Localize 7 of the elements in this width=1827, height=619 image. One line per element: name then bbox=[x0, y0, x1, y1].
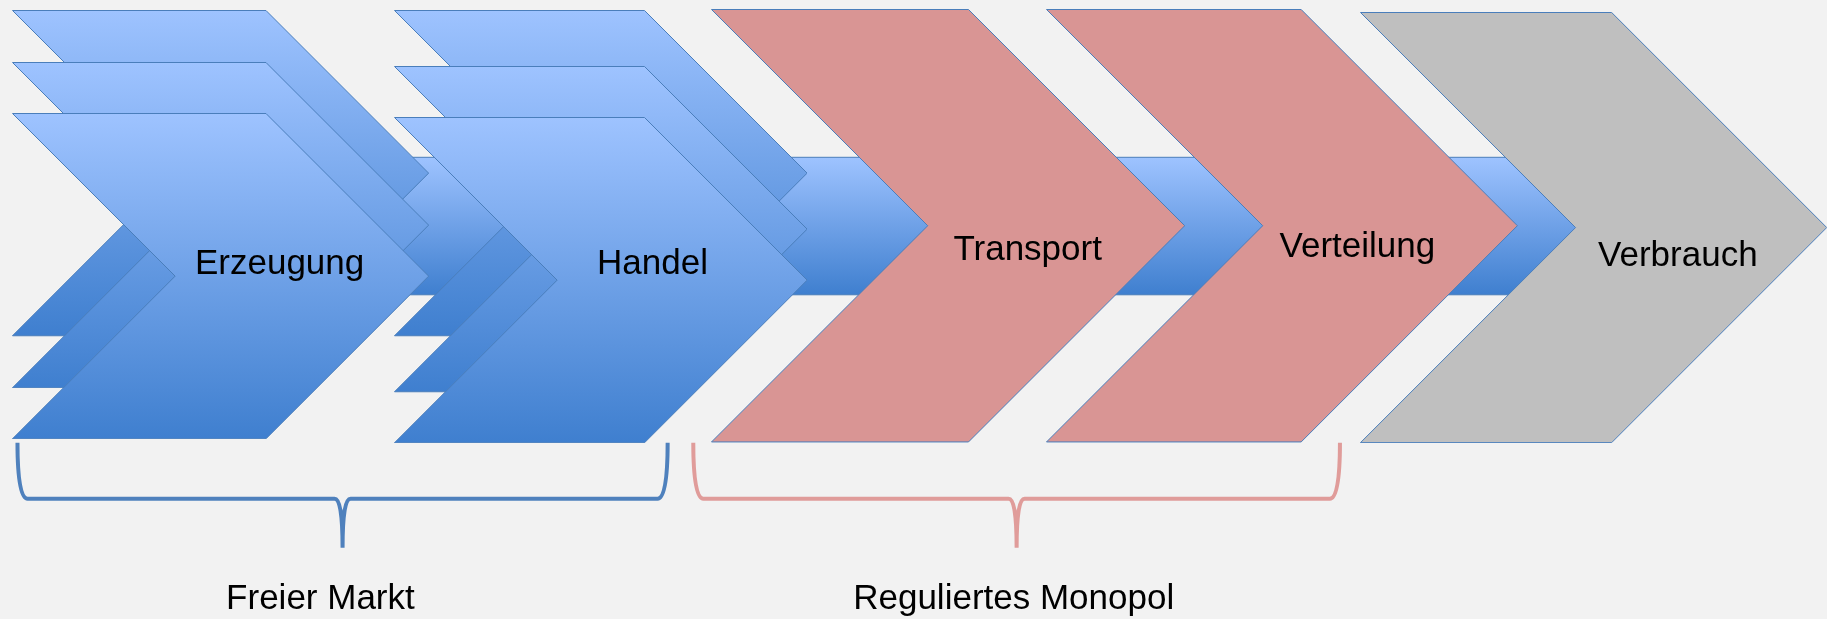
stage-label: Verteilung bbox=[1279, 224, 1436, 265]
stage-label: Transport bbox=[953, 228, 1102, 269]
stage-label: Verbrauch bbox=[1598, 234, 1758, 274]
stage-label: Handel bbox=[597, 242, 708, 283]
group-label: Reguliertes Monopol bbox=[853, 576, 1175, 617]
group-label: Freier Markt bbox=[226, 576, 415, 617]
stage-label: Erzeugung bbox=[195, 242, 365, 283]
